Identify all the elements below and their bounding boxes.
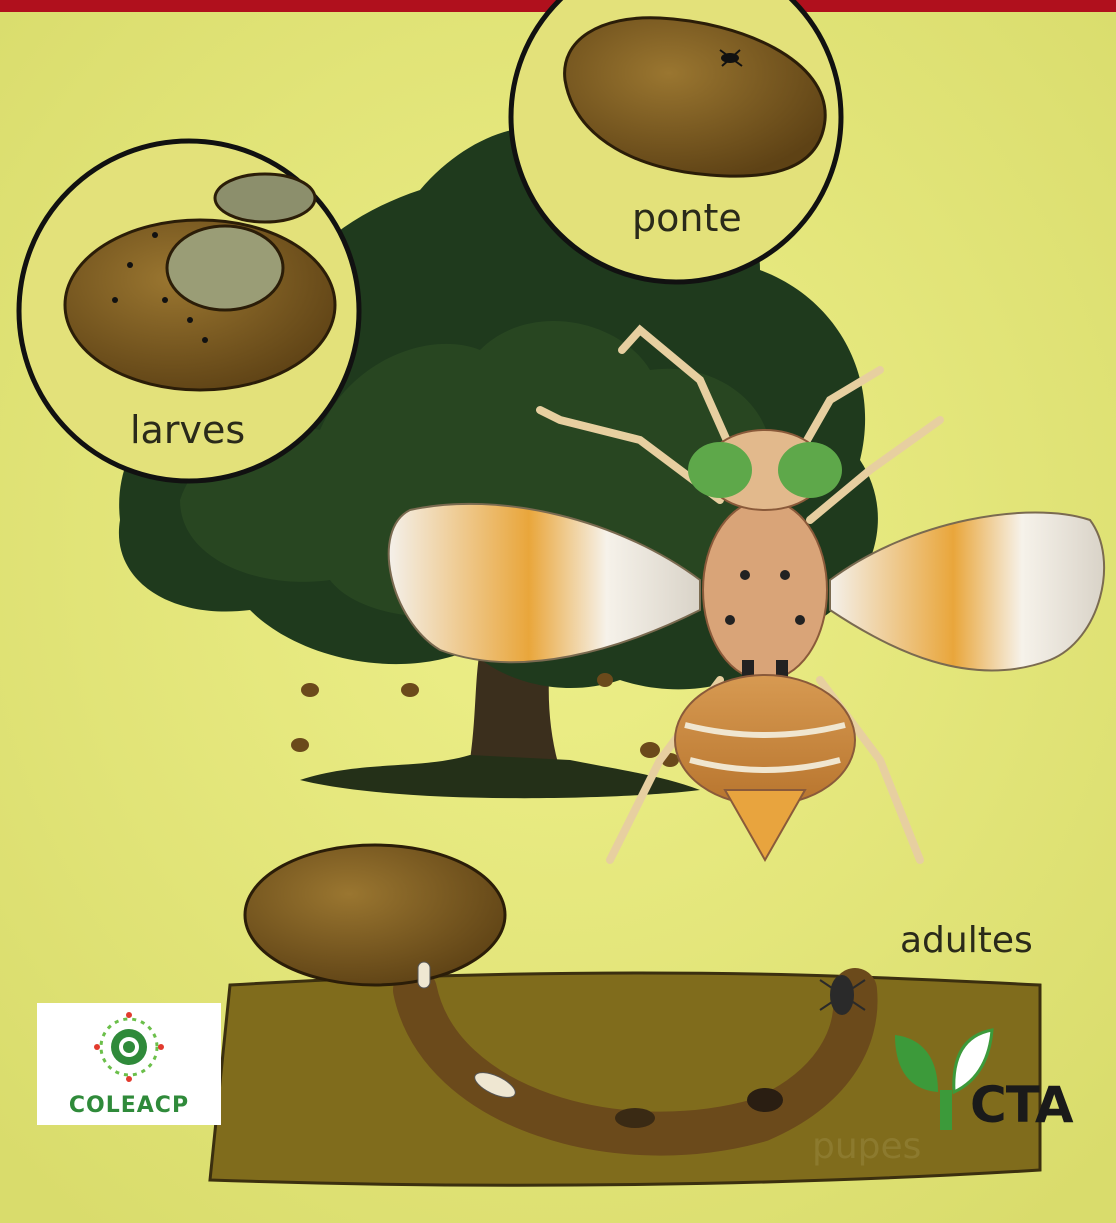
fly-thorax [703,500,827,680]
olive-cut-section [167,226,283,310]
fallen-olive [245,845,505,985]
coleacp-logo: COLEACP [37,1003,221,1125]
label-larves: larves [130,408,245,452]
cta-logo-text: CTA [970,1076,1073,1134]
coleacp-emblem-icon [37,1003,221,1093]
larva-exiting [418,962,430,988]
coleacp-logo-text: COLEACP [37,1093,221,1118]
fly-abdomen [675,675,855,805]
pupa [615,1108,655,1128]
label-ponte: ponte [632,196,742,240]
fly-eye-right [778,442,842,498]
cta-logo: CTA [890,1030,1090,1130]
label-adultes: adultes [900,920,1033,961]
olive-slice [215,174,315,222]
label-pupes: pupes [812,1126,921,1167]
emerging-adult [747,1088,783,1112]
fly-eye-left [688,442,752,498]
